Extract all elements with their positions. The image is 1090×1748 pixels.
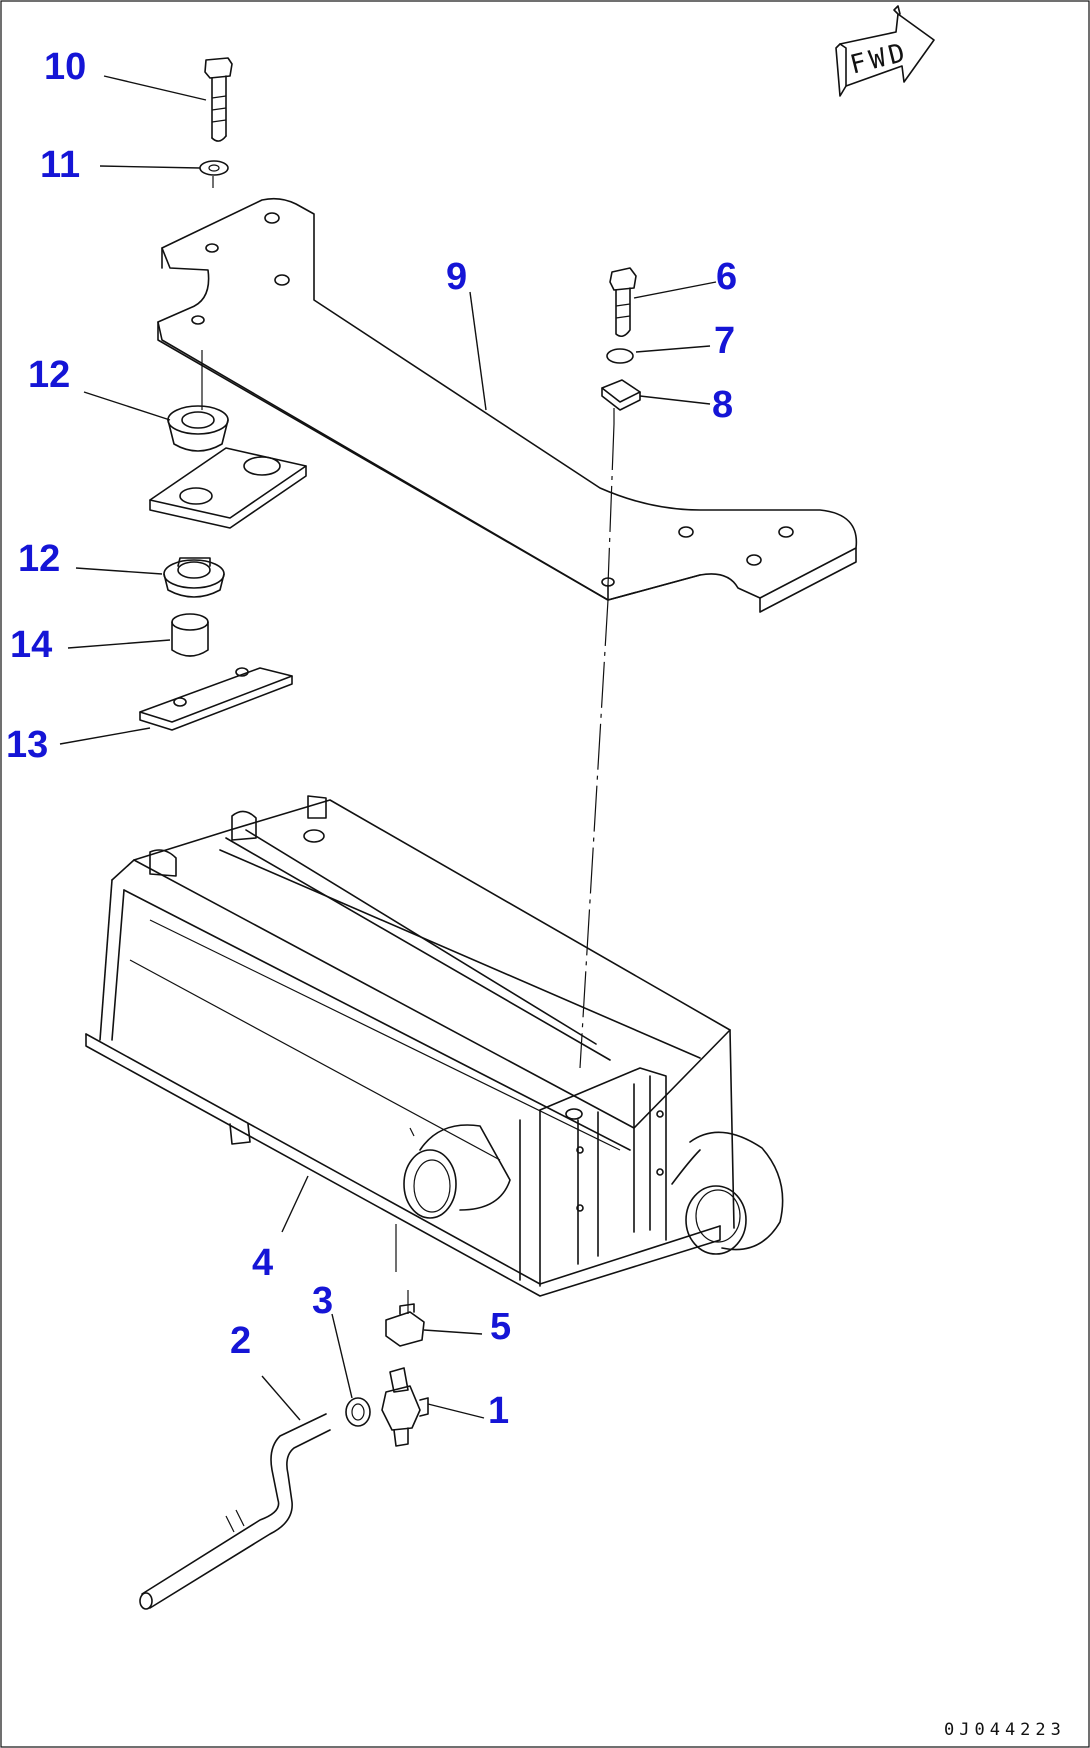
callout-5: 5 — [490, 1306, 512, 1348]
callout-12-upper: 12 — [28, 354, 71, 396]
callout-1: 1 — [488, 1390, 510, 1432]
bolt-10-shape — [204, 57, 233, 142]
leader-lines — [59, 75, 717, 1421]
callout-3: 3 — [312, 1280, 334, 1322]
callout-14: 14 — [10, 624, 53, 666]
drawing-number: 0J044223 — [944, 1720, 1066, 1740]
collar-14-shape — [171, 613, 209, 657]
clamp-3-shape — [345, 1397, 371, 1427]
callout-2: 2 — [230, 1320, 252, 1362]
mount-12-lower-shape — [163, 557, 225, 598]
callout-9: 9 — [446, 256, 468, 298]
tank-4-shape — [85, 795, 784, 1297]
fitting-5-shape — [385, 1290, 425, 1347]
mount-12-upper-shape — [167, 350, 229, 452]
callout-6: 6 — [716, 256, 738, 298]
washer-11-shape — [199, 160, 229, 188]
callout-7: 7 — [714, 320, 736, 362]
washer-7-shape — [606, 348, 634, 364]
hose-2-shape — [139, 1413, 331, 1610]
callout-11: 11 — [40, 144, 81, 186]
callout-10: 10 — [44, 46, 87, 88]
fwd-arrow-icon — [835, 5, 935, 97]
bolt-6-shape — [609, 267, 637, 338]
callout-12-lower: 12 — [18, 538, 61, 580]
valve-1-shape — [381, 1367, 429, 1447]
callout-8: 8 — [712, 384, 734, 426]
plate-shape — [149, 447, 307, 529]
plate-8-shape — [601, 379, 641, 424]
bracket-9-shape — [157, 197, 858, 613]
callout-4: 4 — [252, 1242, 274, 1284]
plate-13-shape — [139, 667, 293, 731]
callout-13: 13 — [6, 724, 49, 766]
